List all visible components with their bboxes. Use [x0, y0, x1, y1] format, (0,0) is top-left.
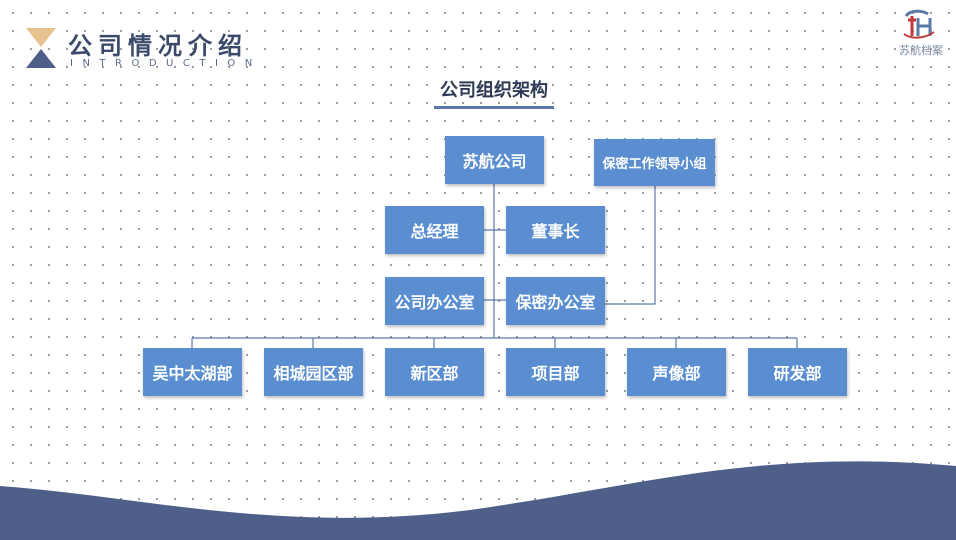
logo-text: 苏航档案	[899, 44, 943, 57]
footer-wave	[0, 461, 956, 540]
section-subtitle: INTRODUCTION	[70, 58, 262, 69]
logo-mark-icon	[903, 9, 935, 39]
section-title: 公司情况介绍	[68, 32, 248, 60]
node-root: 苏航公司	[445, 136, 544, 184]
section-header: 公司情况介绍 INTRODUCTION	[26, 24, 286, 72]
secrecy-link-line	[605, 186, 656, 305]
node-company-office: 公司办公室	[385, 277, 484, 325]
node-department: 声像部	[627, 348, 726, 396]
node-department: 项目部	[506, 348, 605, 396]
node-department: 研发部	[748, 348, 847, 396]
diagram-title: 公司组织架构	[440, 80, 548, 101]
node-secrecy-office: 保密办公室	[506, 277, 605, 325]
node-department: 相城园区部	[264, 348, 363, 396]
node-secrecy-group: 保密工作领导小组	[594, 139, 715, 186]
node-department: 新区部	[385, 348, 484, 396]
hourglass-icon	[26, 28, 56, 68]
title-underline	[434, 106, 554, 109]
company-logo: 苏航档案	[888, 6, 954, 60]
node-chairman: 董事长	[506, 206, 605, 254]
node-general-manager: 总经理	[385, 206, 484, 254]
node-department: 吴中太湖部	[143, 348, 242, 396]
